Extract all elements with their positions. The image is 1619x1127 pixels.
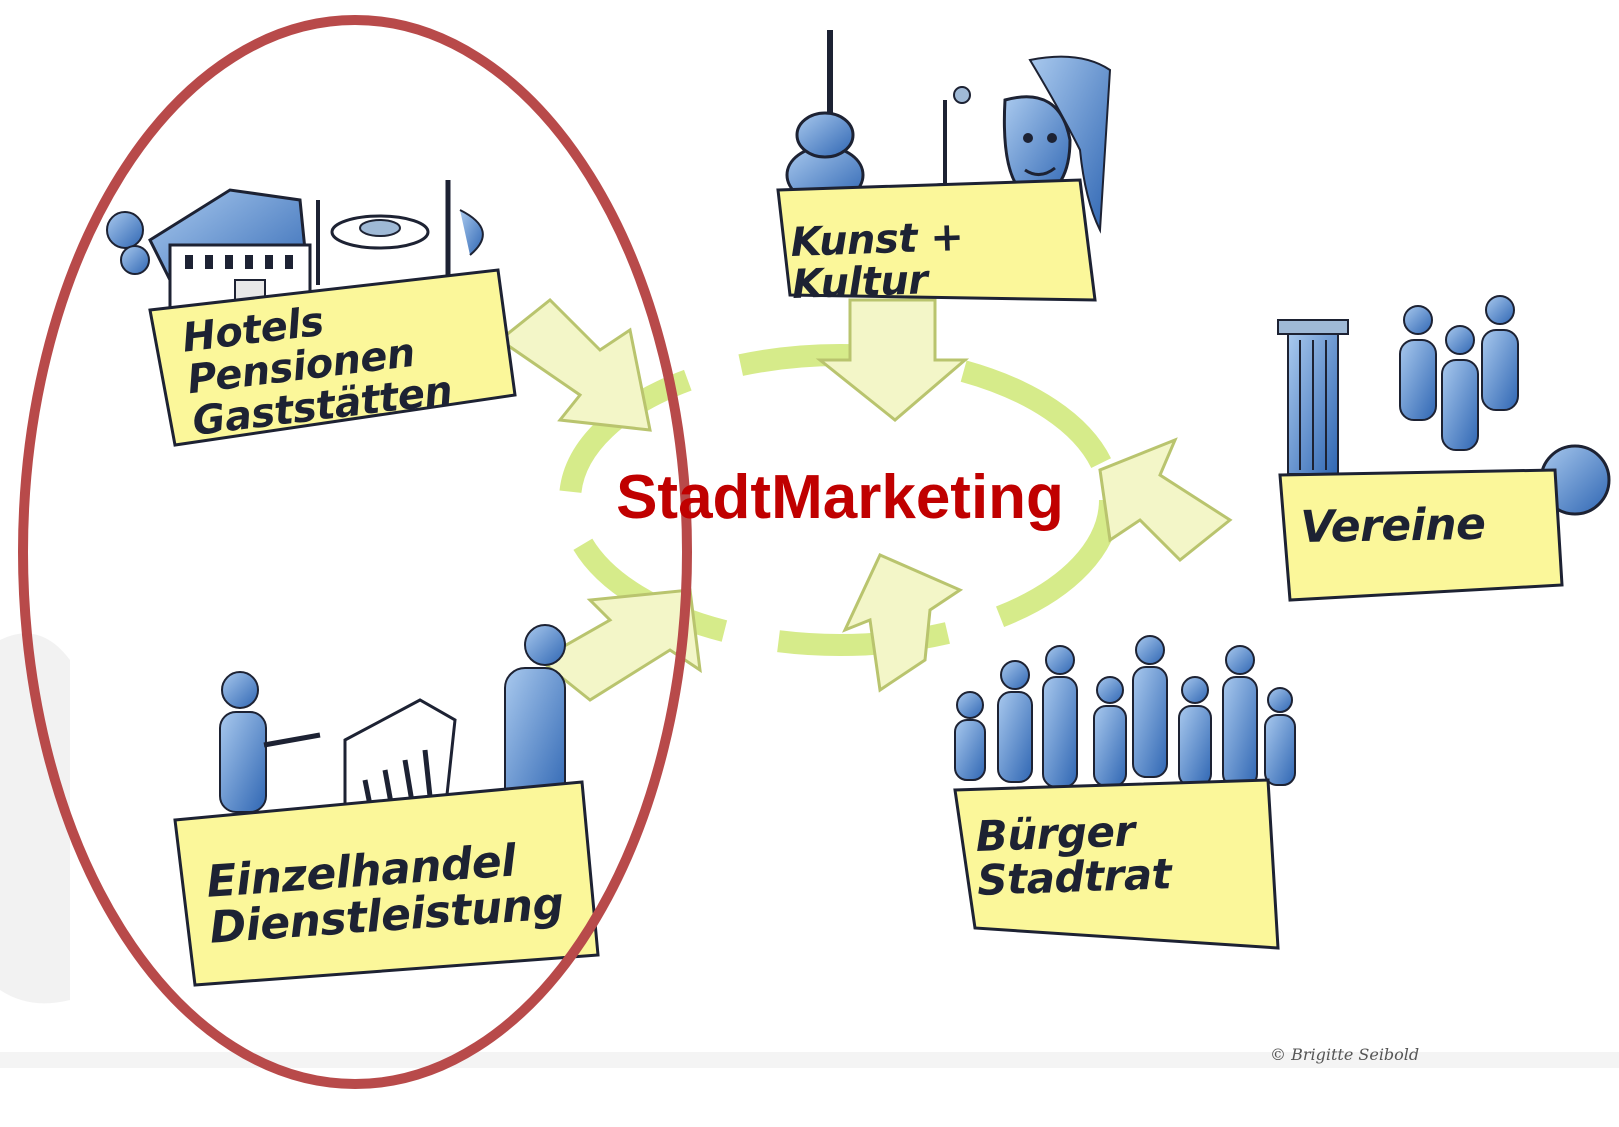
buerger-illustration	[954, 635, 1296, 788]
arrow-from-hotels	[497, 297, 652, 432]
buerger-label-box	[953, 778, 1280, 950]
background-sketch	[0, 633, 1619, 1068]
buerger-label: Bürger Stadtrat	[975, 805, 1258, 905]
hotels-label-box	[148, 268, 517, 447]
highlight-ellipse	[18, 15, 692, 1089]
einzelhandel-label-box	[173, 780, 600, 987]
vereine-label: Vereine	[1299, 498, 1541, 553]
arrow-from-buerger	[842, 553, 964, 693]
copyright-note: © Brigitte Seibold	[1270, 1045, 1420, 1064]
arrows	[497, 297, 1233, 702]
arrow-from-vereine	[1098, 437, 1233, 563]
plate-cutlery-icon	[316, 180, 484, 285]
column-icon	[1277, 319, 1349, 475]
microphone-icon	[922, 86, 971, 197]
vereine-label-line1: Vereine	[1299, 498, 1486, 553]
person-icon	[219, 671, 321, 813]
kunst-label: Kunst + Kultur	[789, 212, 1093, 308]
kunst-illustration	[785, 30, 1112, 234]
crowd-icon	[954, 635, 1296, 788]
kunst-label-box	[776, 178, 1097, 302]
center-title: StadtMarketing	[616, 463, 1064, 532]
person-icon	[504, 624, 566, 809]
guitar-icon	[785, 30, 865, 205]
vereine-label-box	[1278, 468, 1564, 602]
group-people-icon	[1399, 295, 1519, 451]
arrow-from-kunst	[815, 298, 970, 422]
kunst-label-line1: Kunst + Kultur	[789, 213, 965, 308]
curtain-icon	[1028, 55, 1112, 234]
hotel-building-icon	[106, 188, 312, 312]
